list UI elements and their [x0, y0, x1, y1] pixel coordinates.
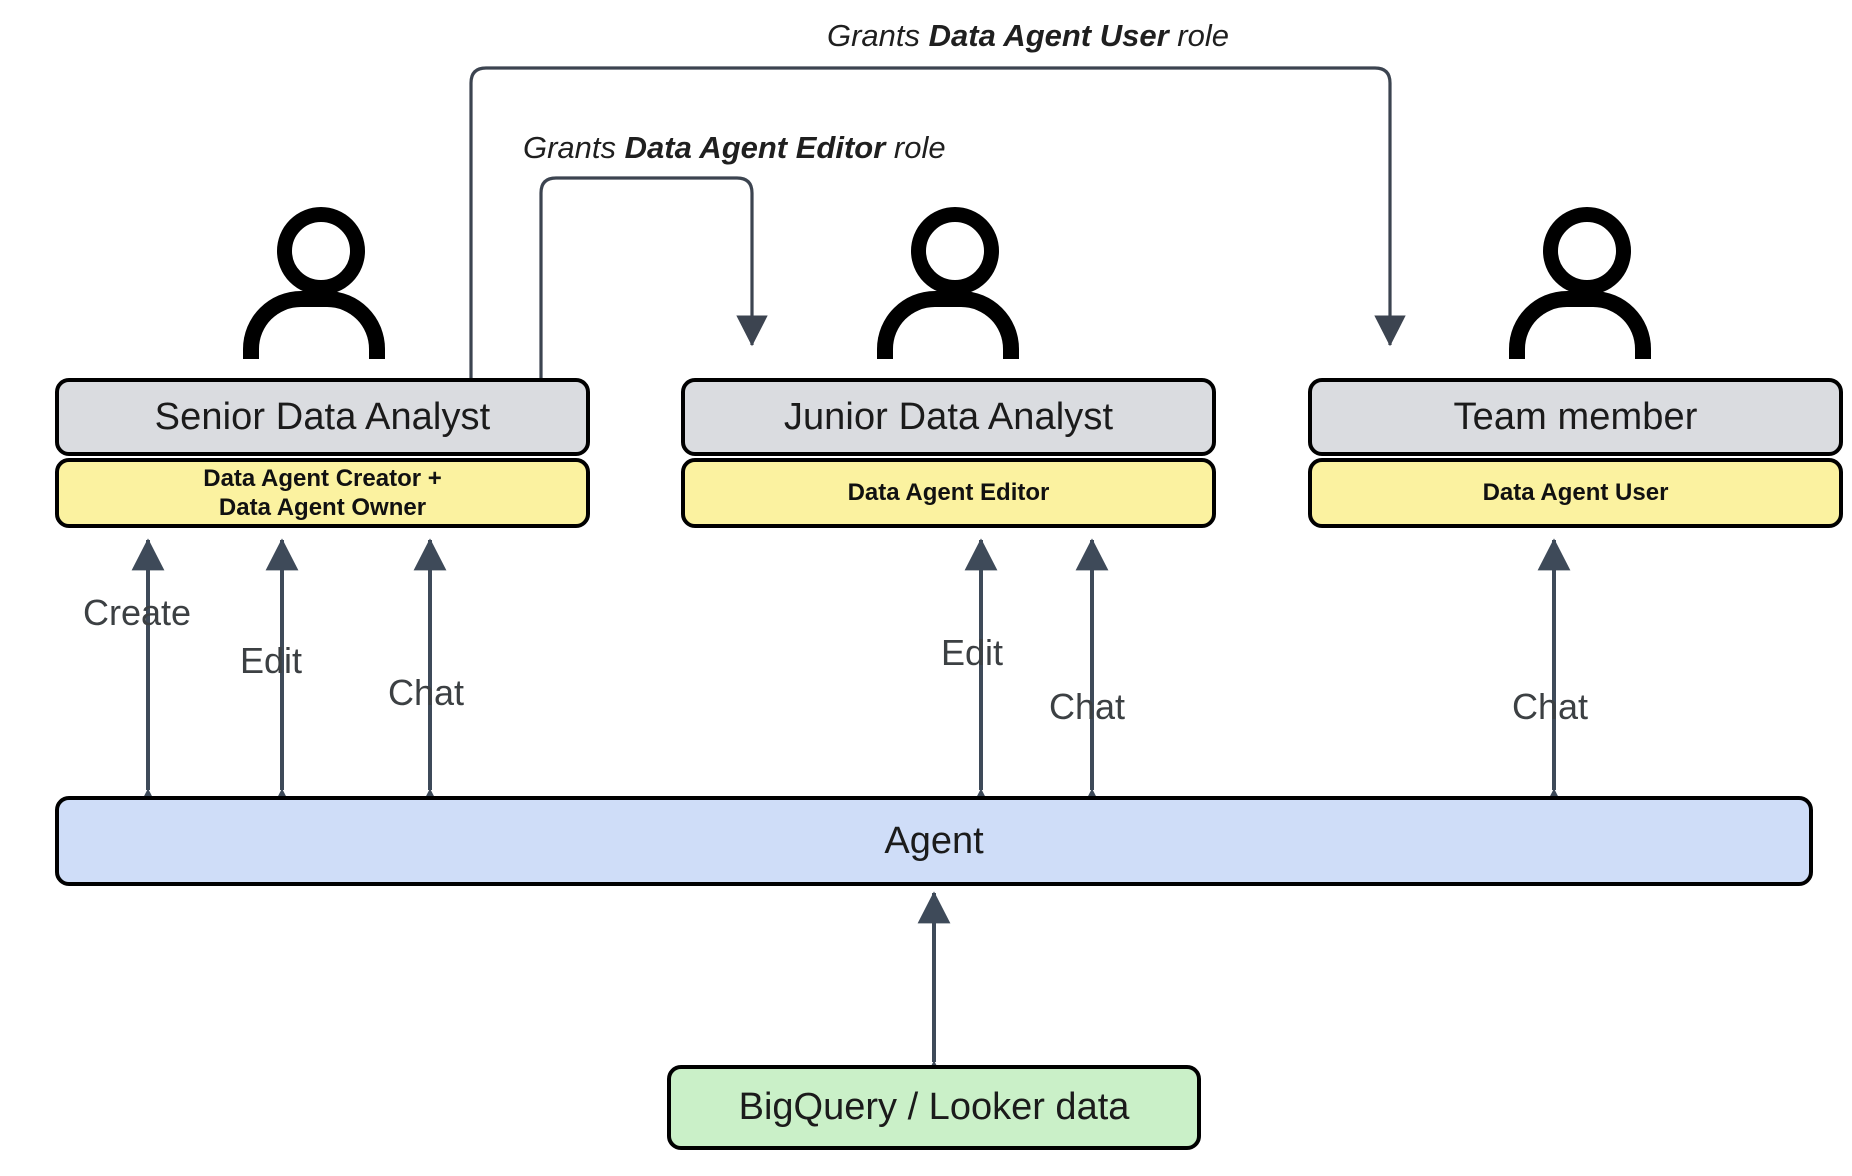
person-body [1509, 291, 1651, 359]
role-title-label: Senior Data Analyst [154, 395, 491, 438]
person-head [1543, 207, 1631, 295]
permission-line-1: Data Agent User [1482, 479, 1669, 507]
person-icon-senior-data-analyst [239, 205, 389, 359]
person-body [877, 291, 1019, 359]
grant-prefix: Grants [827, 18, 929, 53]
grant-label-data-agent-editor: Grants Data Agent Editor role [523, 130, 946, 166]
edge-label-junior-edit: Edit [941, 632, 1004, 673]
role-permission-team-member[interactable]: Data Agent User [1308, 458, 1843, 528]
permission-line-1: Data Agent Creator + [203, 464, 442, 492]
role-title-team-member[interactable]: Team member [1308, 378, 1843, 456]
role-title-senior-data-analyst[interactable]: Senior Data Analyst [55, 378, 590, 456]
connector-grants-data-agent-editor [539, 176, 768, 390]
role-title-label: Junior Data Analyst [783, 395, 1114, 438]
node-data-source[interactable]: BigQuery / Looker data [667, 1065, 1201, 1150]
node-agent-label: Agent [884, 819, 984, 862]
node-agent[interactable]: Agent [55, 796, 1813, 886]
edge-label-team-chat: Chat [1512, 686, 1589, 727]
role-title-junior-data-analyst[interactable]: Junior Data Analyst [681, 378, 1216, 456]
person-icon-junior-data-analyst [873, 205, 1023, 359]
grant-prefix: Grants [523, 130, 625, 165]
node-data-source-label: BigQuery / Looker data [738, 1086, 1130, 1128]
person-head [911, 207, 999, 295]
person-body [243, 291, 385, 359]
grant-suffix: role [885, 130, 946, 165]
role-permission-junior-data-analyst[interactable]: Data Agent Editor [681, 458, 1216, 528]
edge-label-senior-edit: Edit [240, 640, 303, 681]
person-icon-team-member [1505, 205, 1655, 359]
edge-label-junior-chat: Chat [1049, 686, 1126, 727]
permission-line-2: Data Agent Owner [218, 494, 427, 521]
grant-role: Data Agent Editor [624, 130, 886, 165]
grant-role: Data Agent User [928, 18, 1169, 53]
grant-label-data-agent-user: Grants Data Agent User role [827, 18, 1229, 54]
grant-suffix: role [1168, 18, 1229, 53]
role-title-label: Team member [1453, 395, 1698, 438]
person-head [277, 207, 365, 295]
role-permission-senior-data-analyst[interactable]: Data Agent Creator + Data Agent Owner [55, 458, 590, 528]
permission-line-1: Data Agent Editor [847, 479, 1050, 507]
edge-label-senior-chat: Chat [388, 672, 465, 713]
edge-label-senior-create: Create [83, 592, 192, 633]
